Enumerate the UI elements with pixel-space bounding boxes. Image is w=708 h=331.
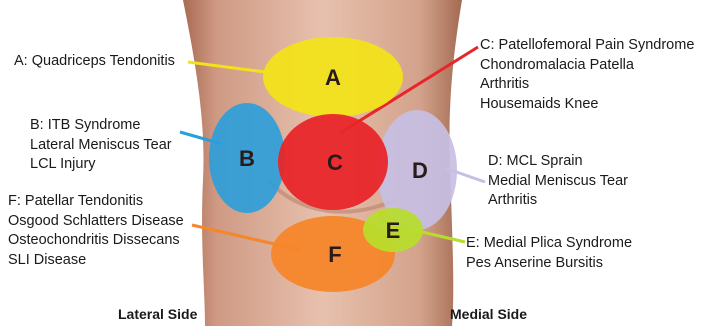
label-f-line-1: F: Patellar Tendonitis <box>8 192 184 212</box>
label-c-line-2: Chondromalacia Patella <box>480 56 694 76</box>
zone-c: C <box>278 114 388 210</box>
label-b: B: ITB Syndrome Lateral Meniscus Tear LC… <box>30 116 172 175</box>
zone-e: E <box>363 208 423 252</box>
zone-a-letter: A <box>325 65 341 90</box>
label-d-line-1: D: MCL Sprain <box>488 152 628 172</box>
zone-e-letter: E <box>386 218 401 243</box>
label-f: F: Patellar Tendonitis Osgood Schlatters… <box>8 192 184 270</box>
label-a: A: Quadriceps Tendonitis <box>14 52 175 72</box>
label-c-line-4: Housemaids Knee <box>480 95 694 115</box>
label-d-line-3: Arthritis <box>488 191 628 211</box>
zone-a: A <box>263 37 403 117</box>
label-b-line-1: B: ITB Syndrome <box>30 116 172 136</box>
label-f-line-2: Osgood Schlatters Disease <box>8 212 184 232</box>
zone-f-letter: F <box>328 242 341 267</box>
lateral-side-label: Lateral Side <box>118 306 197 322</box>
label-a-line-1: A: Quadriceps Tendonitis <box>14 52 175 72</box>
zone-b: B <box>209 103 285 213</box>
label-b-line-2: Lateral Meniscus Tear <box>30 136 172 156</box>
zone-c-letter: C <box>327 150 343 175</box>
label-c-line-3: Arthritis <box>480 75 694 95</box>
label-b-line-3: LCL Injury <box>30 155 172 175</box>
zone-b-letter: B <box>239 146 255 171</box>
label-d-line-2: Medial Meniscus Tear <box>488 172 628 192</box>
label-e-line-1: E: Medial Plica Syndrome <box>466 234 632 254</box>
label-c: C: Patellofemoral Pain Syndrome Chondrom… <box>480 36 694 114</box>
label-c-line-1: C: Patellofemoral Pain Syndrome <box>480 36 694 56</box>
label-f-line-3: Osteochondritis Dissecans <box>8 231 184 251</box>
medial-side-label: Medial Side <box>450 306 527 322</box>
zone-d-letter: D <box>412 158 428 183</box>
label-e-line-2: Pes Anserine Bursitis <box>466 254 632 274</box>
label-d: D: MCL Sprain Medial Meniscus Tear Arthr… <box>488 152 628 211</box>
label-e: E: Medial Plica Syndrome Pes Anserine Bu… <box>466 234 632 273</box>
label-f-line-4: SLI Disease <box>8 251 184 271</box>
